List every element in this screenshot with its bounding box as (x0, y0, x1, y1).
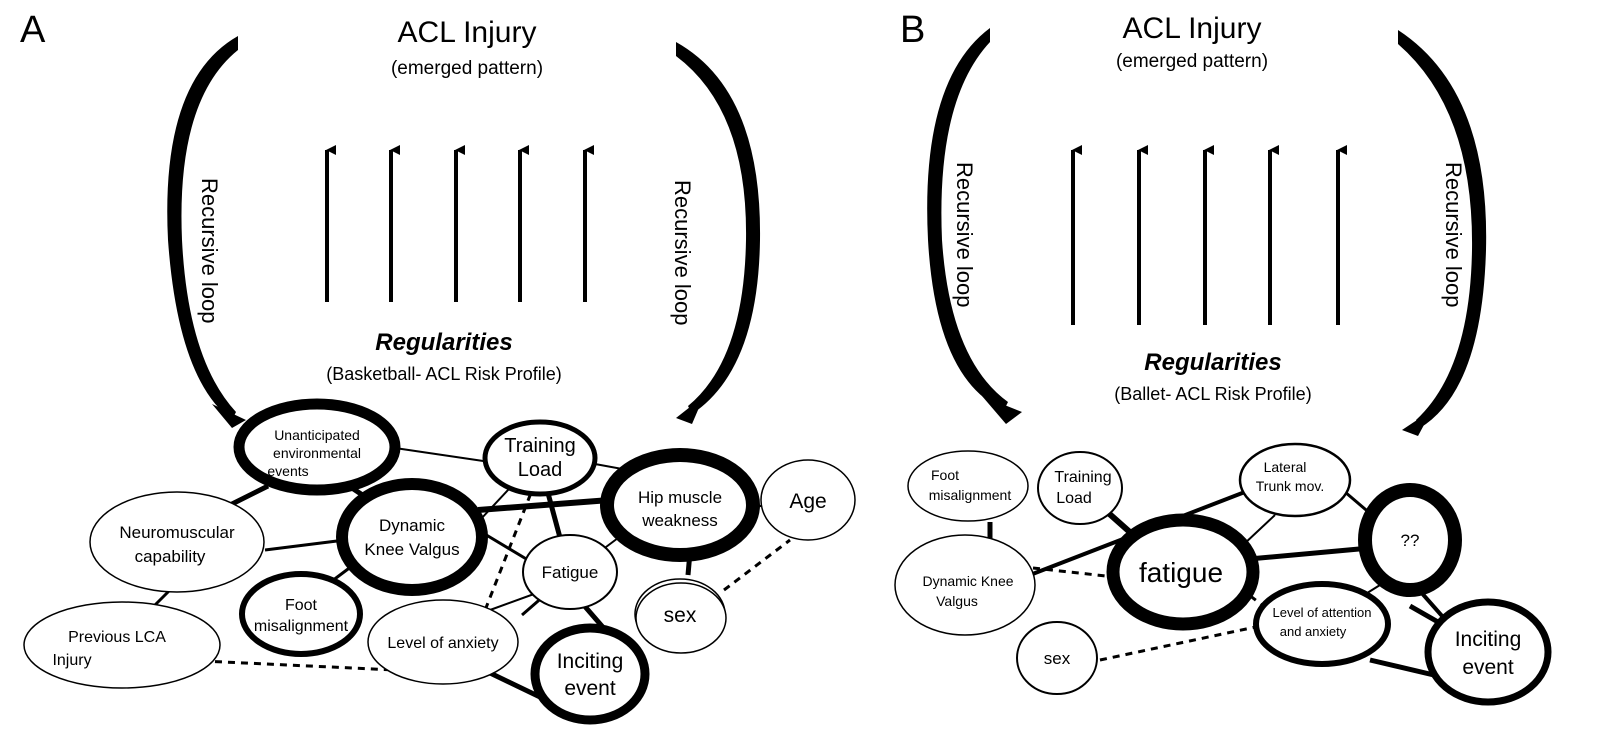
node-label: Load (1056, 490, 1092, 507)
risk-profile-label-a: (Basketball- ACL Risk Profile) (326, 364, 561, 384)
edge (477, 497, 611, 513)
node-unknown-factor: ?? (1358, 483, 1462, 597)
node-label: Age (789, 490, 826, 513)
node-label: ?? (1401, 531, 1420, 550)
panel-a-subtitle: (emerged pattern) (391, 58, 543, 79)
node-label: misalignment (254, 618, 349, 635)
node-label: Level of anxiety (387, 635, 498, 652)
node-dynamic-knee-valgus: Dynamic Knee Valgus (894, 534, 1036, 636)
edge (1237, 545, 1371, 563)
node-training-load: Training Load (1037, 451, 1123, 525)
recursive-loop-label-left-b: Recursive loop (952, 162, 977, 308)
dashed-edge (201, 659, 396, 672)
recursive-loop-left-arrow-b (927, 28, 1008, 410)
node-fatigue: Fatigue (522, 534, 618, 610)
edge (486, 669, 542, 700)
regularities-label-b: Regularities (1144, 349, 1281, 376)
node-label: sex (664, 604, 697, 627)
node-label: Inciting (1455, 628, 1522, 651)
node-label: event (1462, 656, 1514, 679)
panel-b: B ACL Injury (emerged pattern) Recursive… (894, 9, 1552, 706)
node-level-of-attention-anxiety: Level of attention and anxiety (1253, 581, 1391, 667)
node-label: misalignment (929, 487, 1012, 503)
node-foot-misalignment: Foot misalignment (907, 450, 1029, 522)
node-label: Foot (931, 467, 959, 483)
node-age: Age (760, 459, 856, 541)
node-label: Previous LCA (68, 629, 166, 646)
node-hip-muscle-weakness: Hip muscle weakness (600, 448, 760, 562)
panel-a-title: ACL Injury (398, 16, 537, 49)
panel-b-letter: B (900, 9, 925, 51)
emergence-arrows-a (325, 145, 594, 302)
node-label: Training (504, 435, 576, 457)
edge (1242, 514, 1276, 546)
node-label: Dynamic (379, 516, 446, 535)
dashed-edge (1032, 566, 1116, 579)
node-label: and anxiety (1280, 624, 1347, 639)
node-label: environmental (273, 445, 361, 461)
dashed-edge (1099, 623, 1266, 662)
node-training-load: Training Load (482, 419, 598, 497)
node-label: Lateral (1264, 459, 1307, 475)
node-label: Unanticipated (274, 427, 360, 443)
node-foot-misalignment: Foot misalignment (239, 571, 363, 657)
recursive-loop-right-arrow-b (1398, 30, 1487, 428)
node-neuromuscular-capability: Neuromuscular capability (89, 491, 265, 593)
node-label: Inciting (557, 650, 624, 673)
panel-a: A ACL Injury (emerged pattern) Recursive… (20, 9, 856, 725)
node-label: Knee Valgus (364, 540, 459, 559)
regularities-label-a: Regularities (375, 329, 512, 356)
network-nodes-a: Unanticipated environmental events Train… (23, 398, 856, 725)
panel-b-title: ACL Injury (1123, 12, 1262, 45)
panel-a-letter: A (20, 9, 46, 51)
dashed-edge (723, 538, 791, 592)
node-label: fatigue (1139, 557, 1223, 588)
node-label: Neuromuscular (119, 523, 235, 542)
node-label: Hip muscle (638, 488, 722, 507)
node-dynamic-knee-valgus: Dynamic Knee Valgus (336, 478, 488, 596)
node-inciting-event: Inciting event (530, 623, 650, 725)
node-label: Trunk mov. (1256, 478, 1324, 494)
recursive-loop-right-arrow-a (676, 42, 761, 414)
recursive-loop-right-arrowhead-b (1402, 410, 1432, 436)
node-label: weakness (641, 511, 718, 530)
node-lateral-trunk-movement: Lateral Trunk mov. (1238, 442, 1352, 518)
node-label: Injury (52, 652, 91, 669)
recursive-loop-left-arrow-a (167, 36, 238, 420)
node-label: Valgus (936, 593, 978, 609)
edge (264, 538, 346, 552)
emergence-arrows-b (1071, 145, 1347, 325)
panel-b-subtitle: (emerged pattern) (1116, 51, 1268, 72)
recursive-loop-label-left-a: Recursive loop (197, 178, 222, 324)
node-label: Foot (285, 597, 318, 614)
node-unanticipated-events: Unanticipated environmental events (233, 398, 401, 496)
node-previous-injury: Previous LCA Injury (23, 601, 221, 689)
node-label: capability (135, 547, 206, 566)
recursive-loop-left-arrowhead-b (982, 396, 1022, 424)
network-nodes-b: Foot misalignment Training Load Lateral … (894, 442, 1552, 706)
recursive-loop-left-arrowhead-a (212, 404, 246, 428)
node-sex: sex (634, 578, 727, 654)
node-label: events (267, 463, 308, 479)
edge (394, 447, 491, 463)
node-label: Dynamic Knee (922, 573, 1013, 589)
node-fatigue: fatigue (1106, 513, 1260, 631)
node-label: event (564, 677, 616, 700)
node-label: Training (1054, 469, 1111, 486)
recursive-loop-label-right-b: Recursive loop (1441, 162, 1466, 308)
recursive-loop-right-arrowhead-a (676, 396, 704, 424)
node-level-of-anxiety: Level of anxiety (367, 599, 519, 685)
node-label: sex (1044, 649, 1071, 668)
recursive-loop-label-right-a: Recursive loop (670, 180, 695, 326)
node-label: Fatigue (542, 563, 599, 582)
node-label: Level of attention (1272, 605, 1371, 620)
node-inciting-event: Inciting event (1424, 598, 1552, 706)
node-label: Load (518, 459, 563, 481)
risk-profile-label-b: (Ballet- ACL Risk Profile) (1114, 384, 1311, 404)
node-sex: sex (1016, 621, 1098, 695)
